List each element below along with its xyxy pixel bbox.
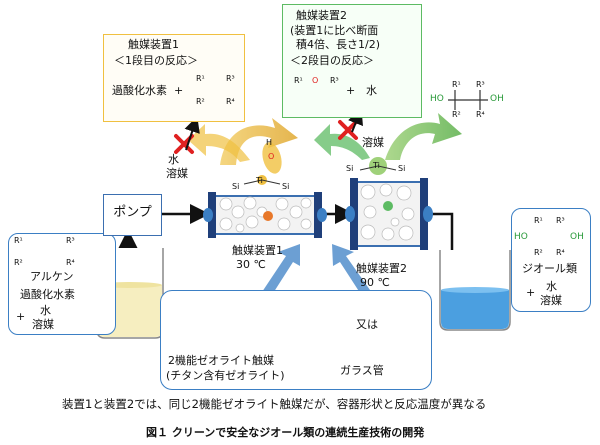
feed-r4: R⁴ [66,258,75,267]
ti-label-1: Ti [256,176,263,185]
reaction-arrow-1-left [188,124,250,162]
prod-plus: + [526,286,536,299]
reaction-arrow-1 [220,118,298,165]
or-label: 又は [356,318,378,331]
diol-r1: R¹ [452,80,461,89]
prod-ho: HO [514,232,528,242]
ti-label-2: Ti [373,161,380,170]
box1-title: 触媒装置1 [128,38,179,51]
feed-box [8,233,116,335]
device2-temp: 90 ℃ [360,276,390,289]
si-label-2b: Si [398,164,406,173]
feed-alkene: アルケン [30,270,74,283]
box1-r3: R³ [226,74,235,83]
glass-tube-label: ガラス管 [340,364,384,377]
box1-r4: R⁴ [226,97,235,106]
diol-r3: R³ [476,80,485,89]
prod-solvent: 溶媒 [540,294,562,307]
box1-subtitle: ＜1段目の反応＞ [114,54,198,67]
catalyst-name: 2機能ゼオライト触媒 [168,354,274,367]
prod-r2: R² [534,248,543,257]
device2-label: 触媒装置2 [356,262,407,275]
box2-subtitle: ＜2段目の反応＞ [290,54,374,67]
box2-note2: 積4倍、長さ1/2) [296,38,380,51]
feed-r1: R¹ [14,236,23,245]
label-solvent-2: 溶媒 [362,136,384,149]
catalyst-note: (チタン含有ゼオライト) [166,369,285,382]
ti-site-1 [243,142,282,185]
feed-r3: R³ [66,236,75,245]
box1-plus: + [174,84,184,97]
diol-r4: R⁴ [476,110,485,119]
box1-r1: R¹ [196,74,205,83]
box2-note1: (装置1に比べ断面 [290,24,379,37]
catalyst-device-1 [203,192,327,238]
box2-o: O [312,76,319,85]
feed-r2: R² [14,258,23,267]
si-label-1b: Si [282,182,290,191]
feed-water: 水 [40,304,51,317]
feed-h2o2: 過酸化水素 [20,288,75,301]
reaction-arrow-2-left [314,124,370,160]
box2-r1: R¹ [294,76,303,85]
si-label-2a: Si [346,164,354,173]
diol-ho: HO [430,94,444,104]
diol-oh: OH [490,94,504,104]
device1-temp: 30 ℃ [236,258,266,271]
prod-r4: R⁴ [556,248,565,257]
reaction-box-2 [282,4,422,118]
box1-reactant: 過酸化水素 [112,84,167,97]
prod-r1: R¹ [534,216,543,225]
feed-solvent: 溶媒 [32,318,54,331]
catalyst-box [160,290,432,390]
product-box [511,208,591,312]
figure-title: 図１ クリーンで安全なジオール類の連続生産技術の開発 [146,426,425,439]
supply-arrow-1 [262,244,300,298]
h-label-1: H [266,138,273,147]
pump-label: ポンプ [113,205,152,220]
feed-plus: + [16,310,26,323]
box2-plus: + [346,84,356,97]
box2-title: 触媒装置2 [296,9,347,22]
prod-diol: ジオール類 [522,262,577,275]
product-beaker [439,250,511,331]
prod-r3: R³ [556,216,565,225]
device1-label: 触媒装置1 [232,244,283,257]
box2-r3: R³ [330,76,339,85]
box2-product: 水 [366,84,377,97]
caption: 装置1と装置2では、同じ2機能ゼオライト触媒だが、容器形状と反応温度が異なる [62,397,487,411]
ti-site-2 [359,157,397,175]
label-water-1: 水 [168,153,179,166]
catalyst-device-2 [345,178,433,250]
prod-oh: OH [570,232,584,242]
pump [103,194,162,236]
reaction-box-1 [103,34,245,122]
reaction-arrow-2 [385,113,462,160]
supply-arrow-2 [332,244,370,296]
label-solvent-1: 溶媒 [166,167,188,180]
prod-water: 水 [546,280,557,293]
si-label-1a: Si [232,182,240,191]
box1-r2: R² [196,97,205,106]
diol-r2: R² [452,110,461,119]
o-label-1: O [268,152,275,161]
